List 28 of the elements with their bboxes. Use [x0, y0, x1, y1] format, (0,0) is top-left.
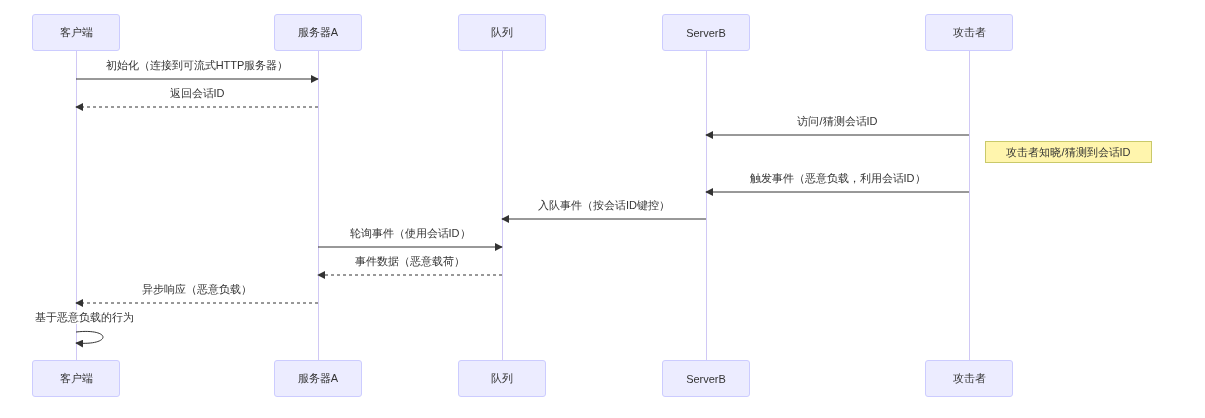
lifeline	[318, 51, 319, 360]
message-arrow	[75, 103, 319, 111]
message-arrow	[317, 243, 503, 251]
note-box: 攻击者知晓/猜测到会话ID	[985, 141, 1152, 163]
lifeline	[76, 51, 77, 360]
participant-box: 客户端	[32, 14, 120, 51]
message-label: 返回会话ID	[167, 86, 227, 100]
participant-box: 队列	[458, 14, 546, 51]
self-message-arrow	[75, 330, 104, 348]
message-label: 访问/猜测会话ID	[795, 114, 880, 128]
lifeline	[969, 51, 970, 360]
participant-box: ServerB	[662, 360, 750, 397]
participant-box: 队列	[458, 360, 546, 397]
message-arrow	[75, 299, 319, 307]
message-arrow	[705, 188, 970, 196]
lifeline	[502, 51, 503, 360]
message-arrow	[705, 131, 970, 139]
participant-box: 服务器A	[274, 14, 362, 51]
message-arrow	[317, 271, 503, 279]
message-arrow	[75, 75, 319, 83]
participant-box: 客户端	[32, 360, 120, 397]
participant-box: 服务器A	[274, 360, 362, 397]
message-arrow	[501, 215, 707, 223]
message-label: 基于恶意负载的行为	[32, 310, 136, 324]
participant-box: 攻击者	[925, 14, 1013, 51]
participant-box: ServerB	[662, 14, 750, 51]
participant-box: 攻击者	[925, 360, 1013, 397]
lifeline	[706, 51, 707, 360]
